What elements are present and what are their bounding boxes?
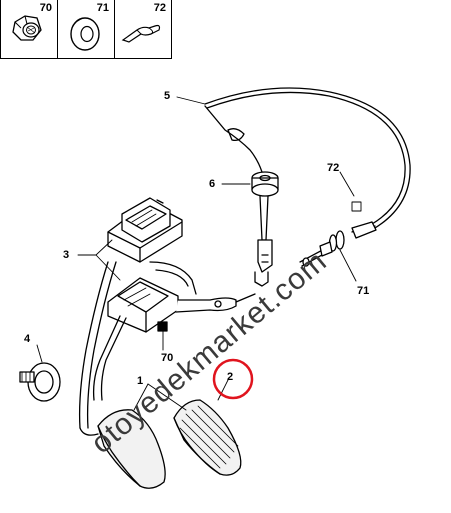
nut-70-marker[interactable] — [157, 321, 168, 332]
callout-70: 70 — [161, 352, 174, 364]
legend-cell-nut[interactable]: 70 — [1, 0, 58, 58]
bump-stop-4[interactable] — [19, 362, 61, 402]
callout-3: 3 — [63, 249, 70, 261]
parts-legend: 70 71 72 — [0, 0, 172, 59]
leader-lines — [36, 96, 357, 411]
callout-1: 1 — [137, 375, 144, 387]
pedal-rubber-2[interactable] — [173, 399, 242, 476]
legend-number: 72 — [153, 2, 166, 14]
callout-4: 4 — [24, 333, 31, 345]
pedal-arm[interactable] — [78, 261, 127, 436]
clip-icon — [121, 24, 161, 43]
cable-grommet[interactable] — [251, 171, 279, 287]
nut-icon — [12, 15, 42, 41]
callout-72: 72 — [327, 162, 340, 174]
accelerator-cable[interactable] — [204, 87, 411, 237]
callout-71: 71 — [357, 285, 370, 297]
legend-number: 71 — [96, 2, 109, 14]
washer-icon — [70, 17, 100, 51]
callout-6: 6 — [209, 178, 216, 190]
highlight-circle — [212, 358, 254, 400]
legend-cell-washer[interactable]: 71 — [58, 0, 115, 58]
legend-number: 70 — [39, 2, 52, 14]
pedal-bracket[interactable] — [107, 197, 183, 263]
pedal-pad-1[interactable] — [97, 409, 166, 489]
callout-5: 5 — [164, 90, 171, 102]
cable-end-fittings[interactable] — [299, 221, 377, 267]
callout-2: 2 — [227, 371, 234, 383]
clip-72-marker[interactable] — [351, 201, 362, 212]
legend-cell-clip[interactable]: 72 — [115, 0, 171, 58]
